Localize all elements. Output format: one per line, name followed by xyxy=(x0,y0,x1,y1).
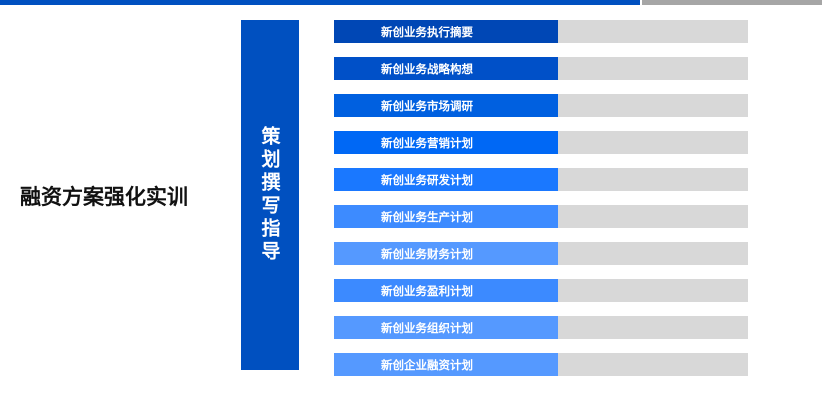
menu-item-label: 新创业务生产计划 xyxy=(334,205,558,228)
menu-item-gray-bar xyxy=(558,131,748,154)
menu-item[interactable]: 新创业务研发计划 xyxy=(334,168,748,191)
menu-item-gray-bar xyxy=(558,168,748,191)
menu-item-label: 新创业务财务计划 xyxy=(334,242,558,265)
menu-item-label: 新创业务营销计划 xyxy=(334,131,558,154)
menu-item-gray-bar xyxy=(558,279,748,302)
menu-item-label: 新创业务组织计划 xyxy=(334,316,558,339)
menu-item[interactable]: 新创业务营销计划 xyxy=(334,131,748,154)
menu-item-gray-bar xyxy=(558,205,748,228)
menu-item[interactable]: 新创业务财务计划 xyxy=(334,242,748,265)
menu-item-label: 新创业务市场调研 xyxy=(334,94,558,117)
menu-item[interactable]: 新创业务组织计划 xyxy=(334,316,748,339)
menu-item[interactable]: 新创业务执行摘要 xyxy=(334,20,748,43)
menu-item-label: 新创业务战略构想 xyxy=(334,57,558,80)
menu-item-gray-bar xyxy=(558,316,748,339)
menu-item[interactable]: 新创业务盈利计划 xyxy=(334,279,748,302)
top-accent-bar xyxy=(0,0,640,5)
menu-item-gray-bar xyxy=(558,94,748,117)
menu-item-gray-bar xyxy=(558,20,748,43)
side-label: 策划撰写指导 xyxy=(258,126,281,264)
menu-item[interactable]: 新创企业融资计划 xyxy=(334,353,748,376)
menu-item-label: 新创企业融资计划 xyxy=(334,353,558,376)
menu-item[interactable]: 新创业务市场调研 xyxy=(334,94,748,117)
menu-item[interactable]: 新创业务生产计划 xyxy=(334,205,748,228)
top-accent-bar-gray xyxy=(642,0,822,5)
menu-item-label: 新创业务执行摘要 xyxy=(334,20,558,43)
menu-item-gray-bar xyxy=(558,353,748,376)
menu-item-gray-bar xyxy=(558,242,748,265)
page-title: 融资方案强化实训 xyxy=(20,185,188,209)
menu-item-label: 新创业务盈利计划 xyxy=(334,279,558,302)
menu-item-gray-bar xyxy=(558,57,748,80)
side-label-column: 策划撰写指导 xyxy=(241,20,299,370)
menu-item-label: 新创业务研发计划 xyxy=(334,168,558,191)
menu-item[interactable]: 新创业务战略构想 xyxy=(334,57,748,80)
